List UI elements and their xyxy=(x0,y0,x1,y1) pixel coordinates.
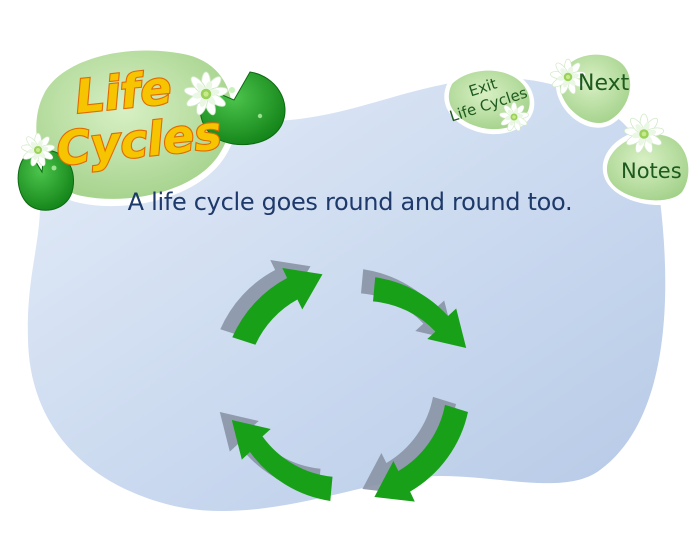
exit-life-cycles-button[interactable]: Exit Life Cycles xyxy=(442,66,535,135)
cycle-arrow-3 xyxy=(374,404,468,502)
notes-label: Notes xyxy=(621,159,682,183)
next-label: Next xyxy=(578,71,630,96)
cycle-arrow-4 xyxy=(231,420,333,501)
logo-title-line1: Life xyxy=(73,60,174,124)
lily-pad-icon xyxy=(606,134,689,201)
lily-pad-icon xyxy=(36,50,233,199)
notes-button[interactable]: Notes xyxy=(602,113,694,206)
slide-caption: A life cycle goes round and round too. xyxy=(127,188,573,216)
cycle-arrow-1 xyxy=(232,268,323,345)
logo: Life Cycles xyxy=(17,43,286,211)
cycle-arrow-2 xyxy=(373,277,467,348)
circular-arrows-icon xyxy=(219,260,468,502)
next-button[interactable]: Next xyxy=(549,50,635,128)
